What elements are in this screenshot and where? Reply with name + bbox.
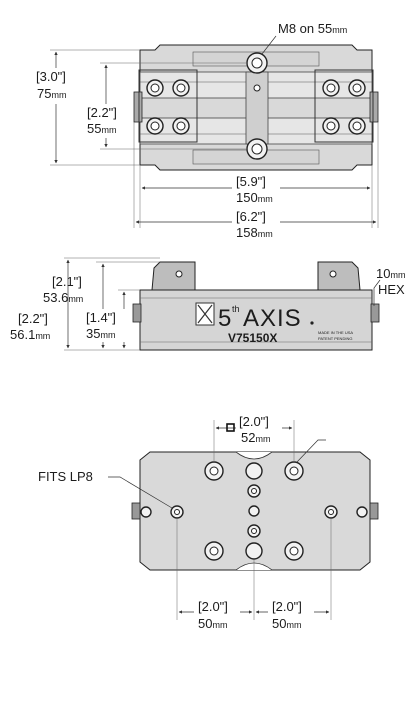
brand-logo: 5 th AXIS bbox=[195, 302, 314, 332]
dim-inner-mm: 55mm bbox=[87, 121, 116, 136]
dim-right-in: [2.0"] bbox=[272, 599, 302, 614]
plate-line-1: MADE IN THE USA bbox=[318, 330, 353, 335]
dim-overall-mm: 158mm bbox=[236, 225, 273, 240]
dim-left-in: [2.0"] bbox=[198, 599, 228, 614]
dim-pin-mm: 52mm bbox=[241, 430, 270, 445]
bottom-view: [2.0"] 52mm FITS LP8 [2.0"] 50mm [2.0"] … bbox=[38, 413, 379, 632]
datum-square bbox=[226, 423, 235, 432]
hex-size: 10mm bbox=[376, 266, 405, 281]
dim-height-in: [3.0"] bbox=[36, 69, 66, 84]
hex-label: HEX bbox=[378, 282, 405, 297]
dim-height-mm: 75mm bbox=[37, 86, 66, 101]
dim-left-mm: 50mm bbox=[198, 616, 227, 631]
model-number: V75150X bbox=[228, 331, 277, 345]
m8-callout: M8 on 55mm bbox=[278, 21, 347, 36]
dim-inner-in: [2.2"] bbox=[87, 105, 117, 120]
dim-width-in: [5.9"] bbox=[236, 174, 266, 189]
top-view-bolt-holes bbox=[146, 79, 366, 135]
dim-jaw-in: [2.1"] bbox=[52, 274, 82, 289]
dim-body-mm: 35mm bbox=[86, 326, 115, 341]
bottom-view-holes bbox=[140, 461, 368, 561]
dim-overall-in: [6.2"] bbox=[236, 209, 266, 224]
dim-width-mm: 150mm bbox=[236, 190, 273, 205]
dim-right-mm: 50mm bbox=[272, 616, 301, 631]
side-view: 5 th AXIS V75150X MADE IN THE USA PATENT… bbox=[10, 257, 405, 351]
logo-superscript: th bbox=[232, 304, 240, 314]
side-view-body bbox=[132, 261, 380, 351]
dim-total-in: [2.2"] bbox=[18, 311, 48, 326]
top-view: M8 on 55mm [3.0"] 75mm [2.2"] 55mm [5.9"… bbox=[34, 21, 379, 241]
dim-jaw-mm: 53.6mm bbox=[43, 290, 83, 305]
logo-word: AXIS bbox=[243, 305, 302, 332]
logo-brand: 5 bbox=[218, 305, 231, 332]
dim-total-mm: 56.1mm bbox=[10, 327, 50, 342]
dim-body-in: [1.4"] bbox=[86, 310, 116, 325]
plate-line-2: PATENT PENDING bbox=[318, 336, 352, 341]
dim-pin-in: [2.0"] bbox=[239, 414, 269, 429]
fits-label: FITS LP8 bbox=[38, 469, 93, 484]
